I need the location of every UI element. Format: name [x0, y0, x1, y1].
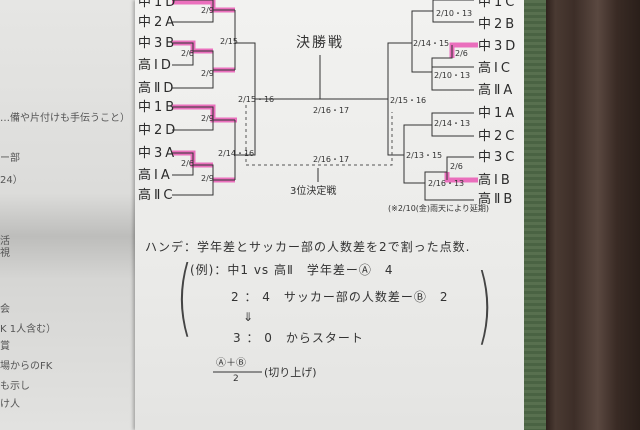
left-text-line: も示し: [0, 381, 30, 392]
left-paper-sheet: …備や片付けも手伝うこと） ー部 24） 活 視 会 K 1人含む） 賞 場から…: [0, 0, 138, 430]
match-date: 2/14・16: [218, 149, 255, 158]
team-left-8: 中3A: [138, 146, 178, 161]
third-place-dashed-lines: [245, 105, 393, 166]
example-line-2: 2 ： 4 サッカー部の人数差ーⒷ 2: [231, 290, 449, 304]
match-date: 2/9: [201, 174, 214, 183]
team-right-7: 中2C: [478, 129, 518, 144]
team-left-2: 中2A: [138, 15, 178, 30]
down-arrow: ⇓: [243, 310, 255, 324]
team-left-10: 高ⅡC: [138, 188, 176, 203]
example-line-3: 3 ： 0 からスタート: [233, 331, 364, 345]
team-left-6: 中1B: [138, 100, 178, 115]
match-date: 2/10・13: [436, 9, 473, 18]
match-date: 2/14・13: [434, 119, 471, 128]
wooden-door-frame: [546, 0, 640, 430]
left-text-line: ー部: [0, 153, 20, 164]
match-date: 2/6: [455, 49, 468, 58]
team-left-7: 中2D: [138, 123, 179, 138]
left-text-line: 視: [0, 248, 10, 259]
match-date: 2/15・16: [390, 96, 427, 105]
left-text-line: け人: [0, 399, 20, 410]
team-right-9: 高ⅠB: [478, 173, 513, 188]
final-label: 決勝戦: [296, 35, 344, 51]
match-date: 2/9: [201, 6, 214, 15]
left-text-line: K 1人含む）: [0, 324, 57, 335]
team-right-3: 中3D: [478, 39, 519, 54]
team-left-4: 高ⅠD: [138, 58, 174, 73]
team-left-9: 高ⅠA: [138, 168, 173, 183]
team-left-3: 中3B: [138, 36, 178, 51]
left-text-line: 賞: [0, 341, 10, 352]
left-text-line: 会: [0, 304, 10, 315]
right-paren: ): [476, 256, 493, 354]
match-date: 2/15・16: [238, 95, 275, 104]
match-date: 2/16・13: [428, 179, 465, 188]
formula-note: (切り上げ): [264, 366, 317, 379]
match-date: 2/6: [181, 159, 194, 168]
postponed-note: (※2/10(金)雨天により延期): [388, 204, 489, 213]
match-date: 2/9: [201, 114, 214, 123]
team-right-8: 中3C: [478, 150, 518, 165]
team-right-2: 中2B: [478, 17, 518, 32]
team-left-5: 高ⅡD: [138, 81, 177, 96]
third-place-date: 2/16・17: [313, 155, 350, 164]
match-date: 2/13・15: [406, 151, 443, 160]
formula-denominator: 2: [233, 374, 239, 384]
match-date: 2/9: [201, 69, 214, 78]
match-date: 2/6: [450, 162, 463, 171]
bracket-paper-sheet: [135, 0, 527, 430]
team-right-4: 高ⅠC: [478, 61, 513, 76]
left-paren: (: [176, 248, 193, 346]
team-right-10: 高ⅡB: [478, 192, 516, 207]
left-text-line: 場からのFK: [0, 361, 53, 372]
team-right-5: 高ⅡA: [478, 83, 516, 98]
left-text-line: 活: [0, 236, 10, 247]
team-right-1: 中1C: [478, 0, 518, 10]
green-wall-strip: [524, 0, 546, 430]
team-left-1: 中1D: [138, 0, 179, 10]
match-date: 2/14・15: [413, 39, 450, 48]
formula-numerator: Ⓐ＋Ⓑ: [216, 358, 246, 369]
left-text-line: …備や片付けも手伝うこと）: [0, 113, 130, 124]
left-text-line: 24）: [0, 175, 23, 186]
team-right-6: 中1A: [478, 106, 518, 121]
third-place-label: 3位決定戦: [290, 186, 337, 197]
handicap-rule-title: ハンデ：学年差とサッカー部の人数差を2で割った点数.: [145, 240, 471, 254]
bracket-line-set: [172, 0, 474, 201]
match-date: 2/15: [220, 37, 238, 46]
match-date: 2/10・13: [434, 71, 471, 80]
final-date: 2/16・17: [313, 106, 350, 115]
example-line-1: (例)：中1 vs 高Ⅱ 学年差ーⒶ 4: [190, 263, 394, 277]
match-date: 2/6: [181, 49, 194, 58]
